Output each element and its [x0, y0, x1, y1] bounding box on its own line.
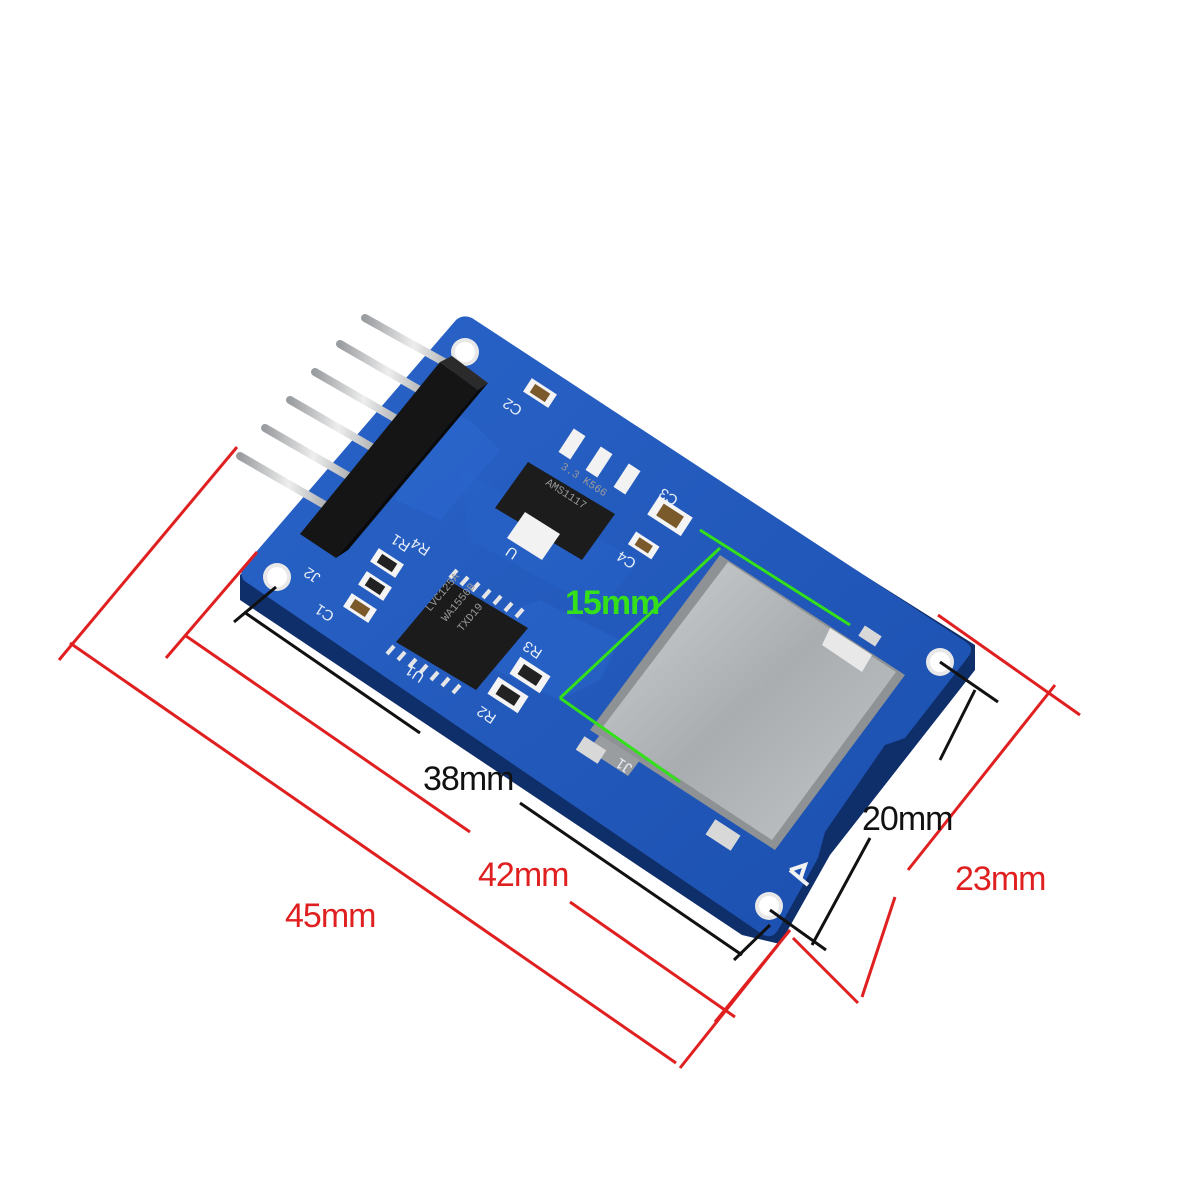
dimension-38mm: 38mm: [233, 585, 772, 962]
dimension-23mm: 23mm: [791, 613, 1081, 1005]
arrow-icon: [788, 861, 810, 887]
capacitor-c3: [647, 495, 693, 537]
pin: [286, 396, 391, 460]
micro-sd-slot: [575, 555, 905, 851]
pin: [261, 424, 366, 488]
dimension-15mm: 15mm: [558, 528, 851, 784]
label-38mm: 38mm: [423, 760, 513, 798]
pin-header: [236, 314, 488, 558]
label-j2: J2: [301, 563, 324, 586]
pin: [236, 452, 341, 516]
resistor-stack: [343, 548, 404, 623]
header-housing: [300, 362, 478, 558]
label-23mm: 23mm: [955, 860, 1045, 898]
dimension-42mm: 42mm: [164, 551, 792, 1023]
resistor-r3-r2: [487, 656, 551, 714]
label-42mm: 42mm: [478, 856, 568, 894]
capacitor-c2: [523, 378, 557, 408]
dimension-20mm: 20mm: [769, 660, 999, 952]
label-20mm: 20mm: [862, 800, 952, 838]
label-15mm: 15mm: [565, 584, 659, 622]
label-45mm: 45mm: [285, 897, 375, 935]
label-j1: J1: [613, 754, 636, 777]
capacitor-c4: [627, 531, 660, 560]
components: AMS1117 3.3 K566: [343, 378, 905, 851]
